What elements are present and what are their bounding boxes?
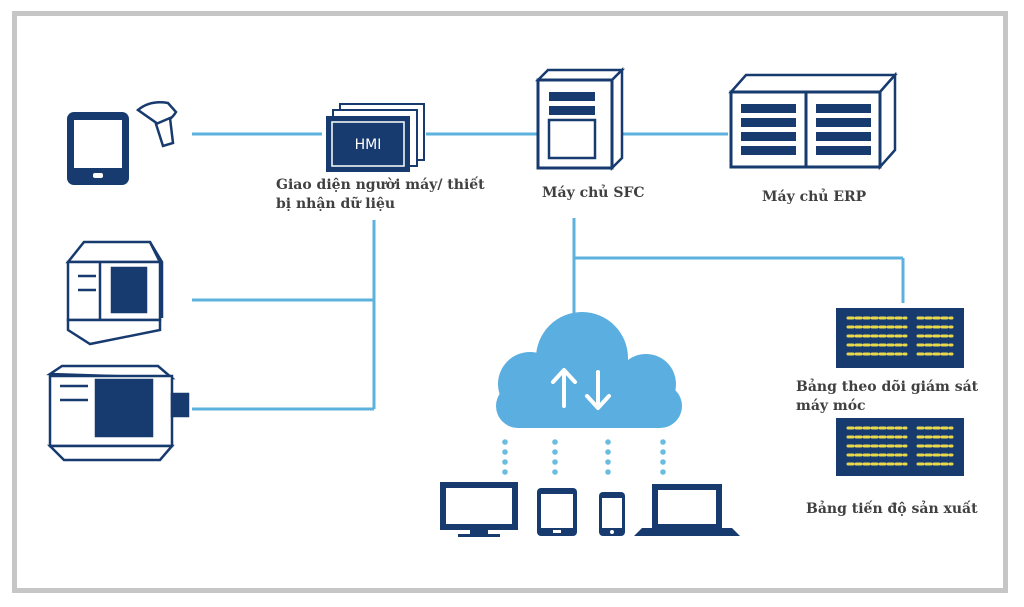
cnc-machine-icon bbox=[65, 240, 164, 346]
hmi-icon bbox=[326, 103, 425, 172]
production-progress-board-icon bbox=[836, 418, 964, 476]
erp-server-label: Máy chủ ERP bbox=[762, 189, 867, 205]
hmi-screen-text: HMI bbox=[355, 137, 382, 153]
sfc-server-label: Máy chủ SFC bbox=[542, 185, 645, 201]
hmi-label: Giao diện người máy/ thiết bị nhận dữ li… bbox=[276, 177, 485, 212]
connector-lines bbox=[192, 132, 905, 411]
laptop-icon bbox=[634, 484, 740, 536]
sfc-server-icon bbox=[534, 66, 626, 172]
cloud-device-dots bbox=[502, 439, 666, 475]
barcode-scanner-icon bbox=[135, 101, 178, 148]
tablet-icon bbox=[67, 112, 129, 185]
lathe-machine-icon bbox=[46, 364, 190, 462]
sync-arrows-icon bbox=[551, 368, 611, 410]
monitoring-board-label: Bảng theo dõi giám sát máy móc bbox=[796, 379, 979, 414]
cloud-icon bbox=[496, 312, 682, 428]
progress-board-label: Bảng tiến độ sản xuất bbox=[806, 501, 978, 517]
tablet-device-icon bbox=[537, 488, 577, 536]
erp-server-icon bbox=[728, 71, 898, 171]
smartphone-icon bbox=[599, 492, 625, 536]
machine-monitoring-board-icon bbox=[836, 308, 964, 368]
desktop-monitor-icon bbox=[440, 482, 518, 537]
